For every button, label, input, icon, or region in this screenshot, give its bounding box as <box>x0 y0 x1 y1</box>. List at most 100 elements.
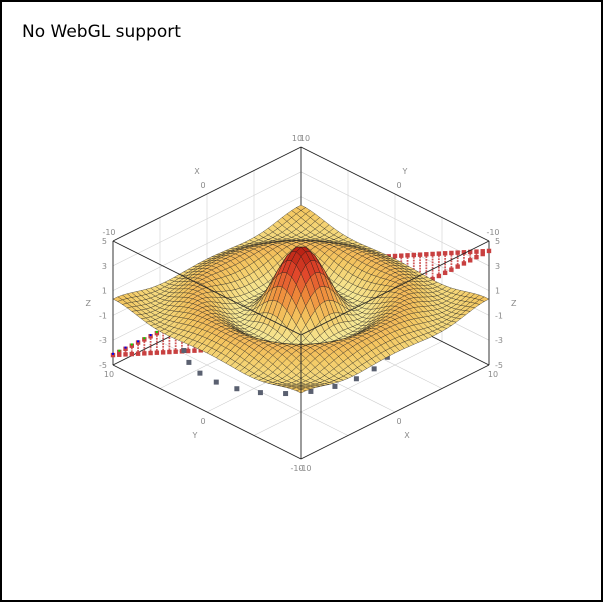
z-tick-label: -5 <box>495 361 503 370</box>
square-point <box>174 347 177 350</box>
z-tick-label: 5 <box>102 237 107 246</box>
square-point <box>162 340 165 343</box>
square-point <box>450 266 453 268</box>
square-point <box>193 346 196 349</box>
square-point <box>174 342 177 345</box>
square-point <box>455 250 460 255</box>
square-point <box>142 337 147 342</box>
square-point <box>406 262 409 265</box>
highlight-point <box>124 346 127 349</box>
square-point <box>181 342 183 344</box>
square-point <box>442 270 448 276</box>
square-point <box>430 276 435 282</box>
z-tick-label: 5 <box>495 237 500 246</box>
square-point <box>455 264 460 269</box>
square-point <box>117 349 122 355</box>
square-point <box>449 250 454 256</box>
square-point <box>431 261 434 264</box>
spiral-point <box>234 386 240 392</box>
square-point <box>444 266 447 269</box>
square-point <box>480 249 485 254</box>
square-point <box>431 275 434 278</box>
x-axis-label: X <box>404 431 410 440</box>
square-point <box>456 260 459 262</box>
square-point <box>162 343 165 345</box>
z-tick-label: 1 <box>102 287 107 296</box>
square-point <box>162 334 165 337</box>
square-point <box>419 270 421 273</box>
spiral-point <box>353 376 359 382</box>
square-point <box>130 350 133 353</box>
square-point <box>425 264 428 267</box>
spiral-point <box>257 390 263 396</box>
square-point <box>149 349 152 352</box>
square-point <box>437 263 440 266</box>
box-edge <box>300 240 490 336</box>
square-point <box>137 344 139 347</box>
square-point <box>143 344 146 346</box>
spiral-point <box>384 354 390 360</box>
square-point <box>419 264 421 267</box>
z-tick-label: 3 <box>495 262 500 271</box>
square-point <box>148 350 153 356</box>
box-edge <box>112 146 302 242</box>
square-point <box>148 334 153 339</box>
square-point <box>431 267 434 269</box>
grid-line <box>112 171 302 267</box>
highlight-point <box>149 334 152 337</box>
square-point <box>444 269 447 271</box>
webgl-notice: No WebGL support <box>22 22 181 42</box>
z-tick-label: 3 <box>102 262 107 271</box>
z-tick-label: -1 <box>99 311 107 320</box>
square-point <box>449 267 454 272</box>
square-point <box>425 270 428 272</box>
square-point <box>142 351 147 356</box>
square-point <box>436 273 442 279</box>
y-tick-label: 0 <box>396 181 401 190</box>
highlight-point <box>130 343 133 346</box>
x-tick-label: -10 <box>298 464 311 473</box>
square-point <box>412 259 415 262</box>
square-point <box>425 267 428 270</box>
square-point <box>468 258 473 263</box>
square-point <box>431 264 434 267</box>
square-point <box>450 254 453 257</box>
z-axis-label: Z <box>511 299 517 308</box>
square-point <box>456 262 459 265</box>
square-point <box>474 249 479 254</box>
square-point <box>173 349 178 354</box>
square-point <box>442 251 448 256</box>
square-point <box>155 340 158 343</box>
square-point <box>461 261 467 266</box>
square-point <box>486 248 492 254</box>
square-point <box>406 260 409 262</box>
square-point <box>187 347 190 350</box>
square-point <box>162 345 165 348</box>
square-point <box>437 269 440 272</box>
square-point <box>155 335 158 337</box>
spiral-point <box>213 379 219 385</box>
square-point <box>186 348 191 354</box>
square-point <box>149 338 152 340</box>
square-point <box>160 350 166 355</box>
square-point <box>135 351 141 356</box>
square-point <box>168 348 171 351</box>
spiral-point <box>308 388 314 394</box>
square-point <box>181 344 183 347</box>
square-point <box>110 352 116 358</box>
square-point <box>154 330 160 336</box>
square-point <box>392 253 398 259</box>
spiral-point <box>181 348 187 354</box>
square-point <box>463 254 465 256</box>
square-point <box>425 258 428 261</box>
square-point <box>444 255 447 257</box>
square-point <box>468 249 473 255</box>
box-edge <box>112 364 302 460</box>
square-point <box>155 343 158 346</box>
square-point <box>419 262 421 264</box>
y-tick-label: 0 <box>200 417 205 426</box>
square-point <box>137 347 139 350</box>
y-axis-label: Y <box>402 167 408 176</box>
z-tick-label: -1 <box>495 311 503 320</box>
